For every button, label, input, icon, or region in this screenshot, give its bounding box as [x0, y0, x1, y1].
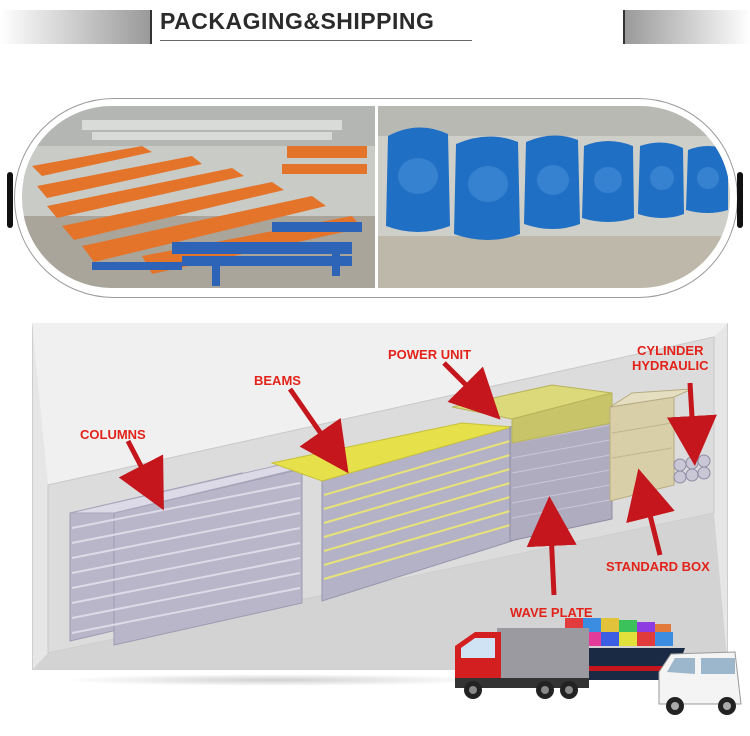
floor-shadow	[60, 674, 490, 686]
container-loading-diagram: COLUMNS BEAMS POWER UNIT CYLINDER HYDRAU…	[31, 322, 729, 671]
columns-label: COLUMNS	[80, 427, 146, 442]
truck-icon	[455, 628, 589, 699]
cylinder-hydraulic-label: CYLINDER HYDRAULIC	[632, 343, 709, 373]
frame-marker-left	[7, 172, 13, 228]
lift-frames-illustration	[22, 106, 375, 288]
header-bar-right	[625, 10, 750, 44]
title-underline	[160, 40, 472, 41]
frame-marker-right	[737, 172, 743, 228]
section-header: PACKAGING&SHIPPING	[150, 10, 625, 44]
wave-plate-label: WAVE PLATE	[510, 605, 593, 620]
wrapped-machines-illustration	[378, 106, 730, 288]
header-bar-left	[0, 10, 150, 44]
page-title: PACKAGING&SHIPPING	[160, 8, 435, 34]
container-illustration	[31, 322, 729, 671]
standard-box-label: STANDARD BOX	[606, 559, 710, 574]
wrapped-machines-photo	[378, 106, 730, 288]
cylinder-label-line1: CYLINDER	[637, 343, 704, 358]
power-unit-label: POWER UNIT	[388, 347, 472, 362]
beams-label: BEAMS	[254, 373, 301, 388]
vehicles-illustration	[455, 618, 742, 715]
cylinder-label-line2: HYDRAULIC	[632, 358, 709, 373]
lift-frames-photo	[22, 106, 375, 288]
shipping-vehicles	[445, 608, 745, 726]
van-icon	[658, 651, 742, 715]
